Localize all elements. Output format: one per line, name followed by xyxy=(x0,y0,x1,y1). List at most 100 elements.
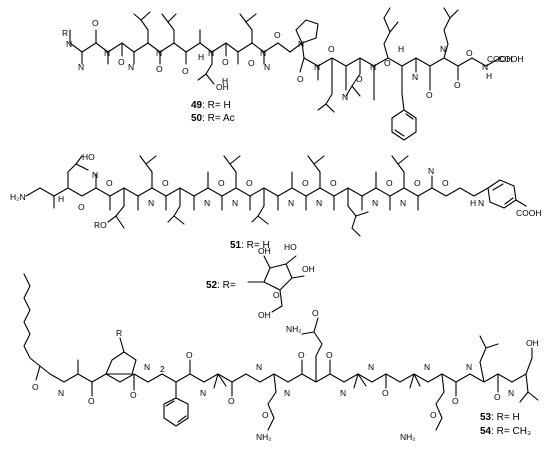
atom-n: N xyxy=(482,62,488,72)
atom-o: O xyxy=(32,382,39,392)
caption-54-text: : R= CH₃ xyxy=(491,426,531,437)
atom-n: N xyxy=(298,39,304,49)
atom-o: O xyxy=(92,18,99,28)
atom-o: O xyxy=(262,410,269,420)
nh2-label: NH₂ xyxy=(256,432,272,442)
atom-o: O xyxy=(442,178,449,188)
atom-o: O xyxy=(274,30,281,40)
ro-label: RO xyxy=(94,220,107,230)
atom-o: O xyxy=(466,48,473,58)
atom-o: O xyxy=(182,66,189,76)
atom-o: O xyxy=(328,44,335,54)
ho-label: HO xyxy=(82,152,95,162)
atom-oh: OH xyxy=(216,82,229,92)
atom-o: O xyxy=(494,392,501,402)
atom-n: N xyxy=(256,362,262,372)
atom-n: N xyxy=(232,198,238,208)
atom-n: N xyxy=(128,62,134,72)
atom-n: N xyxy=(316,198,322,208)
atom-n: N xyxy=(92,170,98,180)
atom-n: N xyxy=(440,44,446,54)
caption-50-text: : R= Ac xyxy=(202,113,235,124)
caption-49: 49: R= H xyxy=(191,100,231,111)
atom-ho: HO xyxy=(284,242,297,252)
h2n-label: H₂N xyxy=(10,192,26,202)
atom-n: N xyxy=(368,362,374,372)
compound-number-50: 50 xyxy=(191,113,203,124)
nh2-label: NH₂ xyxy=(286,324,302,334)
atom-n: N xyxy=(508,388,514,398)
atom-o: O xyxy=(78,202,85,212)
atom-n: N xyxy=(370,62,376,72)
r-group-label: R xyxy=(62,28,68,38)
atom-o: O xyxy=(130,390,137,400)
caption-53: 53: R= H xyxy=(480,412,520,423)
atom-h: H xyxy=(470,198,476,208)
atom-n: N xyxy=(78,62,84,72)
r-group-label: R xyxy=(116,328,122,338)
atom-o: O xyxy=(452,396,459,406)
atom-n: N xyxy=(260,48,266,58)
atom-n: N xyxy=(478,198,484,208)
atom-h: H xyxy=(58,194,64,204)
atom-n: N xyxy=(284,388,290,398)
atom-o: O xyxy=(162,178,169,188)
atom-n: N xyxy=(428,166,434,176)
atom-o: O xyxy=(248,58,255,68)
atom-n: N xyxy=(424,362,430,372)
atom-n: N xyxy=(104,48,110,58)
atom-n: N xyxy=(148,198,154,208)
atom-n: N xyxy=(340,388,346,398)
caption-54: 54: R= CH₃ xyxy=(480,426,531,437)
atom-h: COOH xyxy=(487,54,513,64)
atom-o: O xyxy=(156,64,163,74)
atom-o: O xyxy=(298,350,305,360)
atom-o: O xyxy=(454,80,461,90)
atom-n: N xyxy=(412,72,418,82)
compound-number-52: 52 xyxy=(206,280,218,291)
atom-h: H xyxy=(222,76,228,86)
atom-n: N xyxy=(342,92,348,102)
atom-n: N xyxy=(264,62,270,72)
atom-o: O xyxy=(228,396,235,406)
compound-number-49: 49 xyxy=(191,100,203,111)
atom-o: O xyxy=(414,178,421,188)
atom-n: N xyxy=(314,62,320,72)
atom-o: O xyxy=(330,178,337,188)
structure-51-52: H₂N HO N O O N O N O N O N O N O N O N O… xyxy=(10,152,542,320)
atom-h: H xyxy=(486,71,492,81)
atom-o: O xyxy=(88,396,95,406)
atom-o: O xyxy=(246,178,253,188)
atom-n: N xyxy=(400,198,406,208)
atom-n: N xyxy=(66,39,72,49)
caption-49-text: : R= H xyxy=(202,100,231,111)
atom-o: O xyxy=(186,350,193,360)
atom-oh: OH xyxy=(258,310,271,320)
structure-53-54: O N O O N O N O N O N O N O N N O N O N … xyxy=(23,273,539,442)
structure-49-50: R N N O N O N O N O N O N O N O N O N O … xyxy=(62,7,524,141)
cooh-label: COOH xyxy=(516,208,542,218)
atom-o: O xyxy=(106,178,113,188)
caption-52: 52: R= xyxy=(206,280,236,291)
compound-number-54: 54 xyxy=(480,426,492,437)
atom-n: N xyxy=(208,48,214,58)
atom-o: O xyxy=(118,57,125,67)
atom-n: N xyxy=(204,198,210,208)
atom-o: O xyxy=(426,90,433,100)
stereo-label: 2 xyxy=(160,364,165,374)
atom-o: O xyxy=(312,308,319,318)
atom-o: O xyxy=(384,58,391,68)
atom-n: N xyxy=(288,198,294,208)
atom-h: H xyxy=(198,52,204,62)
atom-oh: OH xyxy=(526,338,539,348)
atom-o: O xyxy=(430,410,437,420)
atom-n: N xyxy=(466,362,472,372)
caption-51: 51: R= H xyxy=(230,240,270,251)
caption-52-text: : R= xyxy=(217,280,236,291)
atom-o: O xyxy=(326,350,333,360)
cooh-label: COOH xyxy=(498,54,524,64)
atom-n: N xyxy=(156,48,162,58)
caption-53-text: : R= H xyxy=(491,412,520,423)
atom-n: N xyxy=(58,388,64,398)
